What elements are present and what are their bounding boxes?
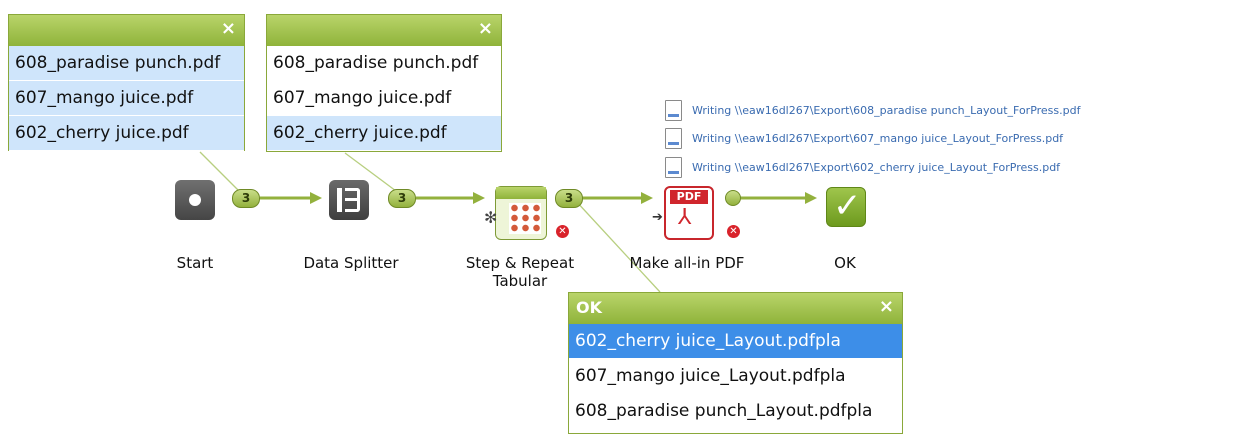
count-badge[interactable]: 3 [388, 189, 416, 208]
asterisk-icon: ✻ [484, 208, 498, 227]
log-line[interactable]: Writing \\eaw16dl267\Export\602_cherry j… [665, 157, 1060, 179]
start-node-label: Start [176, 254, 214, 272]
data-splitter-node-label: Data Splitter [303, 254, 399, 272]
document-icon [665, 128, 682, 149]
close-icon[interactable]: × [220, 18, 236, 39]
splitter-files-popup: × 608_paradise punch.pdf 607_mango juice… [266, 14, 502, 152]
start-files-popup: × 608_paradise punch.pdf 607_mango juice… [8, 14, 245, 151]
list-item[interactable]: 607_mango juice.pdf [9, 81, 244, 116]
popup-title: OK [576, 298, 602, 317]
popup-header: × [267, 15, 501, 46]
step-repeat-node-label-line2: Tabular [492, 272, 548, 290]
close-icon[interactable]: × [878, 296, 894, 317]
error-icon[interactable]: ✕ [727, 225, 740, 238]
popup-header: OK × [569, 293, 902, 324]
list-item[interactable]: 608_paradise punch.pdf [267, 46, 501, 81]
log-line[interactable]: Writing \\eaw16dl267\Export\608_paradise… [665, 100, 1080, 122]
log-text: Writing \\eaw16dl267\Export\602_cherry j… [692, 161, 1061, 174]
ok-node-icon[interactable]: ✓ [826, 186, 866, 227]
popup-header: × [9, 15, 244, 46]
make-pdf-node-icon[interactable]: PDF ⅄ [664, 186, 714, 240]
input-arrow-icon: ➔ [652, 210, 663, 225]
log-line[interactable]: Writing \\eaw16dl267\Export\607_mango ju… [665, 128, 1063, 150]
ok-node-label: OK [834, 254, 856, 272]
close-icon[interactable]: × [477, 18, 493, 39]
log-text: Writing \\eaw16dl267\Export\608_paradise… [692, 104, 1081, 117]
acrobat-icon: ⅄ [678, 205, 692, 230]
step-repeat-node-label-line1: Step & Repeat [465, 254, 575, 272]
list-item[interactable]: 602_cherry juice.pdf [267, 116, 501, 151]
list-item[interactable]: 608_paradise punch_Layout.pdfpla [569, 394, 902, 429]
step-repeat-node-icon[interactable] [495, 186, 547, 240]
list-item[interactable]: 607_mango juice_Layout.pdfpla [569, 359, 902, 394]
document-icon [665, 157, 682, 178]
pdf-badge: PDF [670, 190, 708, 204]
make-pdf-node-label: Make all-in PDF [629, 254, 745, 272]
ok-files-popup: OK × 602_cherry juice_Layout.pdfpla 607_… [568, 292, 903, 434]
list-item[interactable]: 602_cherry juice.pdf [9, 116, 244, 151]
count-badge[interactable]: 3 [555, 189, 583, 208]
error-icon[interactable]: ✕ [556, 225, 569, 238]
document-icon [665, 100, 682, 121]
connector-dot[interactable] [725, 190, 741, 206]
log-text: Writing \\eaw16dl267\Export\607_mango ju… [692, 132, 1064, 145]
count-badge[interactable]: 3 [232, 189, 260, 208]
list-item[interactable]: 607_mango juice.pdf [267, 81, 501, 116]
data-splitter-node-icon[interactable] [329, 180, 369, 220]
list-item[interactable]: 608_paradise punch.pdf [9, 46, 244, 81]
start-node-icon[interactable] [175, 180, 215, 220]
list-item[interactable]: 602_cherry juice_Layout.pdfpla [569, 324, 902, 359]
